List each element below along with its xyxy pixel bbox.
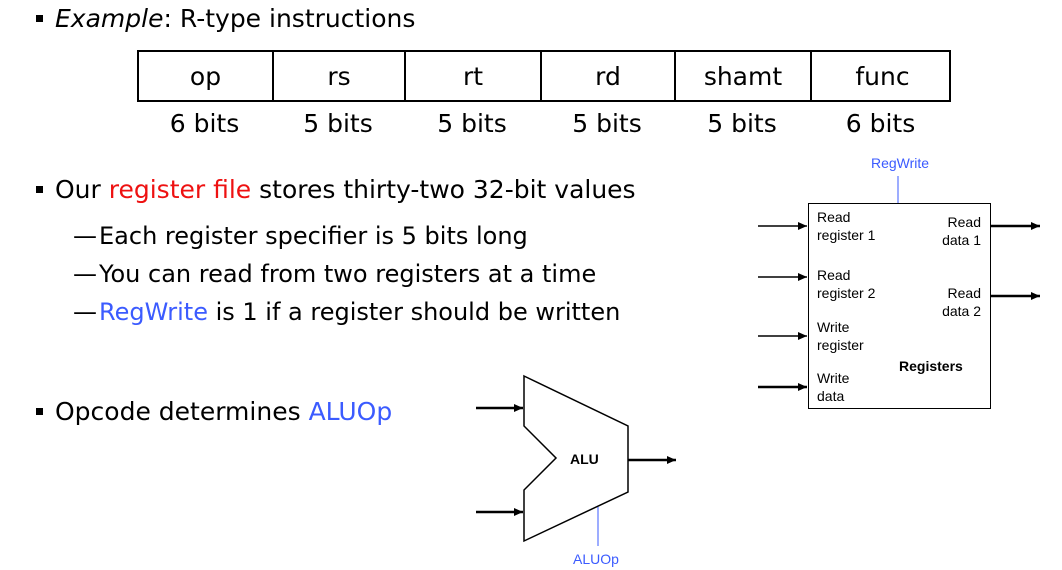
write-data-label: Write data bbox=[817, 369, 849, 405]
bits-rt: 5 bits bbox=[437, 109, 507, 138]
example-heading: Example: R-type instructions bbox=[55, 4, 415, 34]
read-register-1-label: Read register 1 bbox=[817, 208, 875, 244]
bit-widths-row: 6 bits 5 bits 5 bits 5 bits 5 bits 6 bit… bbox=[137, 107, 951, 141]
text-fragment: Our bbox=[55, 175, 109, 204]
aluop-control-label: ALUOp bbox=[573, 551, 619, 567]
bits-rs: 5 bits bbox=[303, 109, 373, 138]
field-rd: rd bbox=[542, 52, 676, 100]
aluop-highlight: ALUOp bbox=[308, 397, 393, 426]
registers-title: Registers bbox=[899, 358, 963, 374]
bits-func: 6 bits bbox=[845, 109, 916, 138]
label-line: Read bbox=[817, 209, 851, 225]
alu-label: ALU bbox=[570, 451, 599, 467]
text-fragment: stores thirty-two 32-bit values bbox=[251, 175, 636, 204]
label-line: register 2 bbox=[817, 285, 876, 301]
regwrite-highlight: RegWrite bbox=[99, 298, 208, 326]
read-data-1-label: Read data 1 bbox=[925, 213, 981, 249]
sub-bullet-specifier: —Each register specifier is 5 bits long bbox=[73, 221, 528, 251]
regwrite-control-label: RegWrite bbox=[871, 155, 930, 171]
sub-bullet-text: You can read from two registers at a tim… bbox=[99, 260, 597, 288]
sub-bullet-text: is 1 if a register should be written bbox=[207, 298, 621, 326]
field-rs: rs bbox=[274, 52, 406, 100]
register-file-line: Our register file stores thirty-two 32-b… bbox=[55, 175, 636, 205]
label-line: Read bbox=[947, 214, 981, 230]
bits-op: 6 bits bbox=[169, 109, 240, 138]
dash-marker: — bbox=[73, 298, 97, 326]
write-register-label: Write register bbox=[817, 318, 864, 354]
bits-rd: 5 bits bbox=[572, 109, 642, 138]
read-data-2-label: Read data 2 bbox=[925, 284, 981, 320]
read-register-2-label: Read register 2 bbox=[817, 266, 875, 302]
label-line: data 2 bbox=[942, 303, 981, 319]
register-file-block bbox=[808, 203, 991, 409]
label-line: Write bbox=[817, 319, 850, 335]
register-file-highlight: register file bbox=[108, 175, 252, 204]
label-line: Read bbox=[947, 285, 981, 301]
bullet-marker bbox=[36, 186, 43, 193]
field-op: op bbox=[139, 52, 274, 100]
label-line: data bbox=[817, 388, 845, 404]
bits-shamt: 5 bits bbox=[707, 109, 777, 138]
label-line: Write bbox=[817, 370, 850, 386]
field-shamt: shamt bbox=[676, 52, 812, 100]
bullet-marker bbox=[36, 15, 43, 22]
dash-marker: — bbox=[73, 222, 97, 250]
bullet-marker bbox=[36, 408, 43, 415]
dash-marker: — bbox=[73, 260, 97, 288]
sub-bullet-regwrite: —RegWrite is 1 if a register should be w… bbox=[73, 297, 620, 327]
label-line: register 1 bbox=[817, 227, 876, 243]
label-line: register bbox=[817, 337, 864, 353]
label-line: Read bbox=[817, 267, 851, 283]
text-fragment: Opcode determines bbox=[55, 397, 309, 426]
field-func: func bbox=[855, 61, 910, 91]
example-label: Example bbox=[55, 4, 164, 33]
aluop-line: Opcode determines ALUOp bbox=[55, 397, 392, 427]
sub-bullet-read-two: —You can read from two registers at a ti… bbox=[73, 259, 596, 289]
example-rest: : R-type instructions bbox=[163, 4, 416, 33]
label-line: data 1 bbox=[942, 232, 981, 248]
field-rt: rt bbox=[406, 52, 542, 100]
sub-bullet-text: Each register specifier is 5 bits long bbox=[99, 222, 528, 250]
instruction-format-table: op rs rt rd shamt func bbox=[137, 50, 951, 102]
alu-shape bbox=[523, 374, 629, 543]
